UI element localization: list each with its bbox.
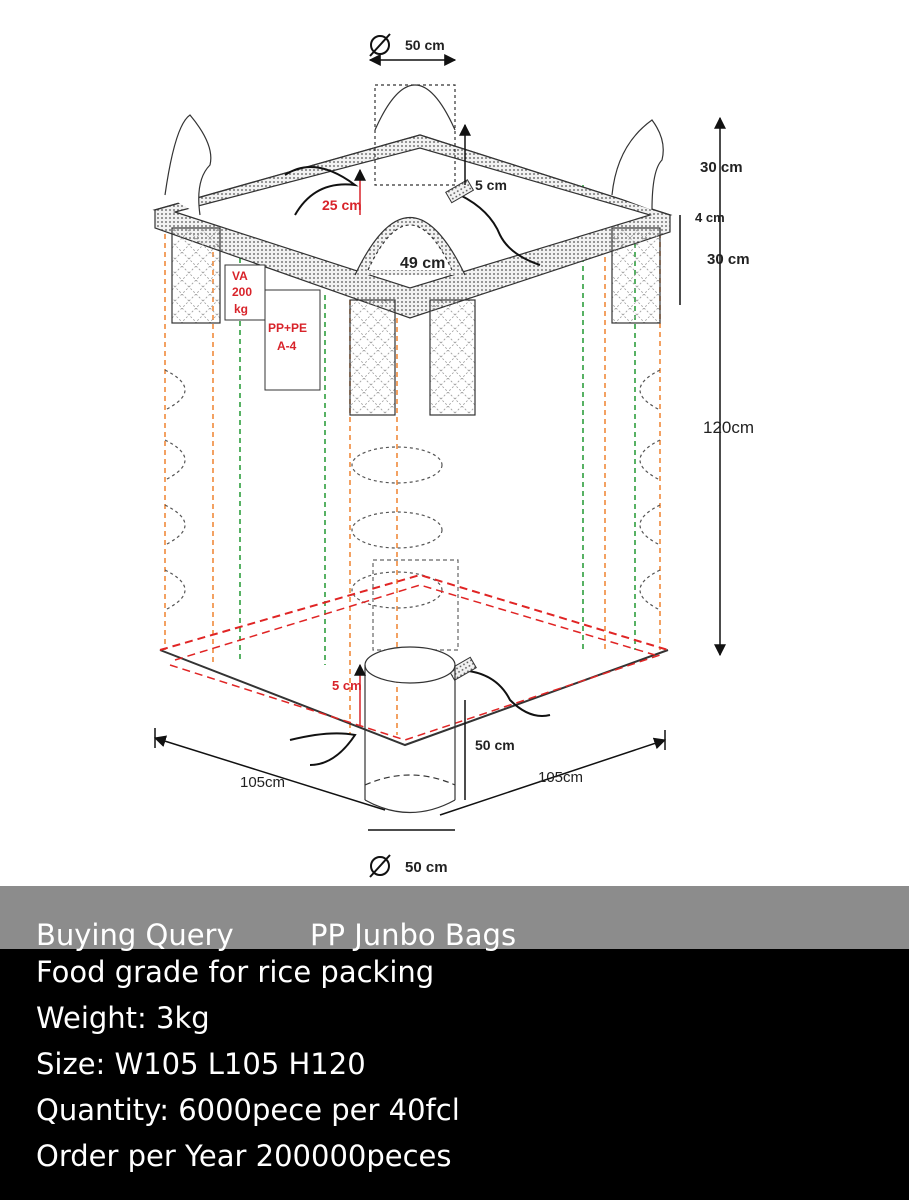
caption-body: Food grade for rice packing Weight: 3kg … [0,949,909,1200]
label-bottom-tie: 5 cm [332,678,362,693]
top-spout [354,84,466,276]
caption-panel: Buying Query PP Junbo Bags Food grade fo… [0,886,909,1200]
label-safety-factor-line-2: 200 [232,285,252,299]
jumbo-bag-diagram: 50 cm 30 cm 5 cm 25 cm 49 cm 4 cm 30 cm … [152,33,754,878]
label-width-left: 105cm [240,774,285,791]
tie-ropes [284,166,551,766]
caption-header: Buying Query PP Junbo Bags [0,886,909,952]
label-width-right: 105cm [538,769,583,786]
caption-line: Food grade for rice packing [36,955,435,989]
label-material-line-1: PP+PE [268,321,307,335]
label-top-spout-diameter: 50 cm [405,37,445,53]
caption-line: Quantity: 6000pece per 40fcl [36,1093,460,1127]
caption-line: Size: W105 L105 H120 [36,1047,366,1081]
corner-loops [164,114,664,416]
label-top-spout-width: 49 cm [400,255,445,272]
diameter-icon [369,33,391,878]
label-loop-height: 30 cm [707,251,750,268]
label-safety-factor-line-3: kg [234,302,248,316]
bottom-outline [159,573,669,747]
label-bottom-spout-diameter: 50 cm [405,859,448,876]
label-bottom-spout-height: 50 cm [475,737,515,753]
bottom-spout [364,646,456,814]
label-body-height: 120cm [703,418,754,437]
label-top-spout-height: 30 cm [700,159,743,176]
caption-subtitle: PP Junbo Bags [310,918,517,952]
body-loops [164,369,661,611]
caption-line: Weight: 3kg [36,1001,210,1035]
caption-title: Buying Query [36,918,234,952]
label-material-line-2: A-4 [277,339,297,353]
caption-line: Order per Year 200000peces [36,1139,452,1173]
label-top-tie: 5 cm [475,177,507,193]
label-safety-factor-line-1: VA [232,269,248,283]
label-band-height: 4 cm [695,210,725,225]
label-top-skirt: 25 cm [322,197,362,213]
dimension-lines [153,54,726,831]
